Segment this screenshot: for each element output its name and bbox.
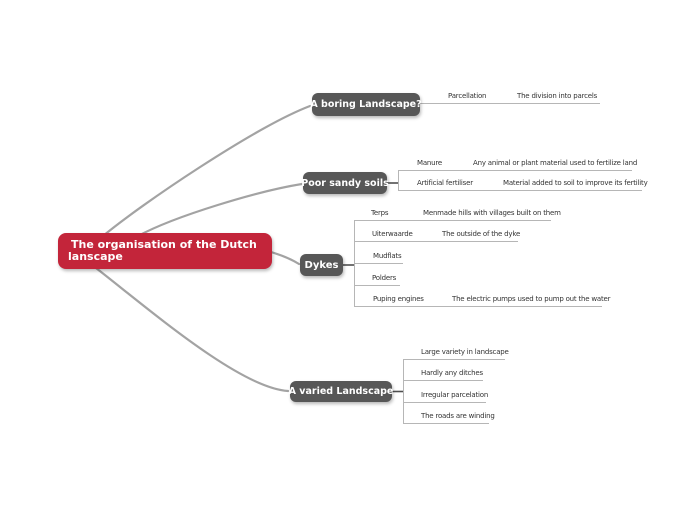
connector-root-to-boring xyxy=(101,104,312,238)
branch-node-label: A boring Landscape? xyxy=(310,99,422,110)
definition-puping-engines[interactable]: The electric pumps used to pump out the … xyxy=(452,295,611,303)
term-puping-engines[interactable]: Puping engines xyxy=(373,295,424,303)
root-node-label-line1: The organisation of the Dutch xyxy=(71,237,257,251)
term-large-variety[interactable]: Large variety in landscape xyxy=(421,348,509,356)
branch-node-boring-landscape[interactable]: A boring Landscape? xyxy=(310,93,422,116)
definition-terps[interactable]: Menmade hills with villages built on the… xyxy=(423,209,561,217)
branch-node-label: Poor sandy soils xyxy=(301,177,389,189)
definition-artificial-fertiliser[interactable]: Material added to soil to improve its fe… xyxy=(503,179,648,187)
connector-root-to-sandy xyxy=(136,182,304,238)
branch-node-label: A varied Landscape xyxy=(288,386,394,397)
root-node-label-line2: lanscape xyxy=(68,250,123,263)
branch-node-label: Dykes xyxy=(304,259,339,271)
term-irregular-parcelation[interactable]: Irregular parcelation xyxy=(421,391,489,399)
term-roads-winding[interactable]: The roads are winding xyxy=(421,412,495,420)
term-hardly-ditches[interactable]: Hardly any ditches xyxy=(421,369,483,377)
definition-manure[interactable]: Any animal or plant material used to fer… xyxy=(473,159,638,167)
connector-root-to-dykes xyxy=(269,250,301,266)
connector-root-to-varied xyxy=(94,266,290,393)
term-mudflats[interactable]: Mudflats xyxy=(373,252,402,260)
term-uiterwaarde[interactable]: Uiterwaarde xyxy=(372,230,413,238)
root-node[interactable]: The organisation of the Dutch lanscape xyxy=(58,233,272,269)
definition-uiterwaarde[interactable]: The outside of the dyke xyxy=(442,230,521,238)
branch-node-varied-landscape[interactable]: A varied Landscape xyxy=(288,381,394,402)
term-polders[interactable]: Polders xyxy=(372,274,397,282)
term-manure[interactable]: Manure xyxy=(417,159,443,167)
term-terps[interactable]: Terps xyxy=(371,209,389,217)
branch-node-poor-sandy-soils[interactable]: Poor sandy soils xyxy=(301,172,389,194)
term-artificial-fertiliser[interactable]: Artificial fertiliser xyxy=(417,179,473,187)
term-parcellation[interactable]: Parcellation xyxy=(448,92,487,100)
branch-node-dykes[interactable]: Dykes xyxy=(300,254,343,276)
definition-parcellation[interactable]: The division into parcels xyxy=(517,92,598,100)
